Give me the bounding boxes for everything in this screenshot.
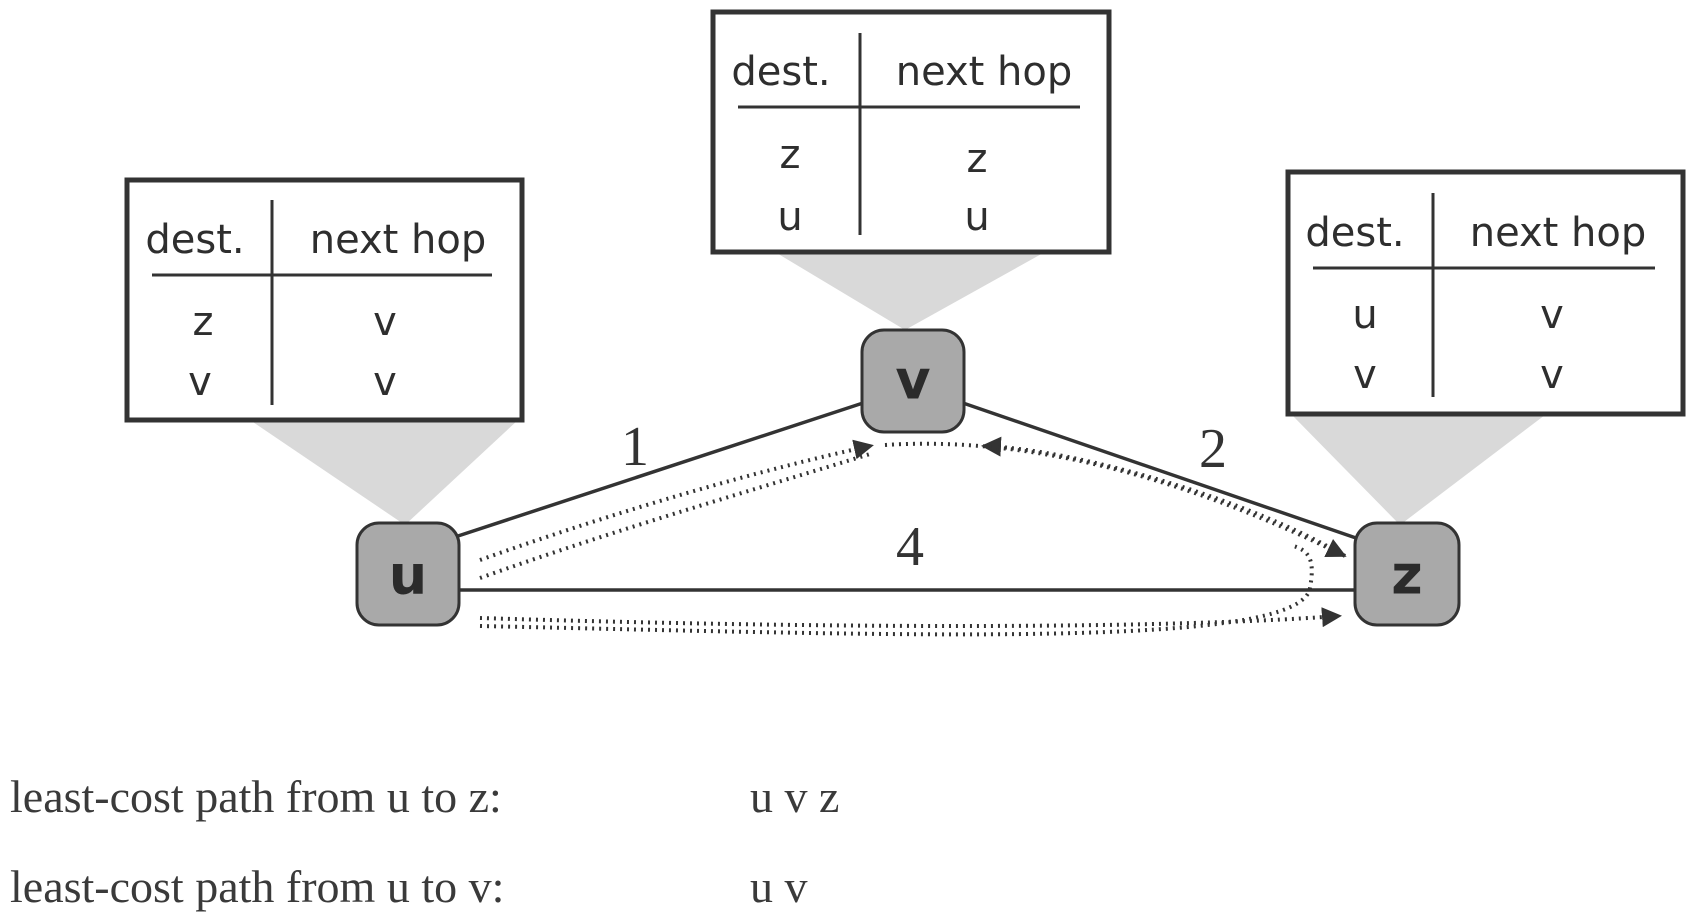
table-v-row-2-dest: u	[777, 194, 802, 240]
forwarding-table-v: dest. next hop z z u u	[710, 9, 1112, 255]
table-z-row-2-dest: v	[1353, 352, 1377, 398]
table-v-header-next-hop: next hop	[896, 49, 1073, 95]
node-z-label: z	[1391, 544, 1422, 607]
caption-label-u-to-v: least-cost path from u to v:	[10, 861, 505, 912]
node-v-label: v	[895, 349, 930, 412]
table-v-row-1-dest: z	[780, 132, 801, 178]
table-z-row-1-next-hop: v	[1540, 292, 1564, 338]
forwarding-table-u: dest. next hop z v v v	[124, 177, 525, 423]
link-u-v	[457, 401, 864, 538]
path-arrow-u-to-v-2	[479, 452, 871, 580]
path-arrow-z-to-v	[981, 436, 1347, 558]
path-arrow-v-to-z	[884, 441, 1347, 557]
callout-z	[1292, 415, 1545, 525]
path-arrow-u-to-z-loop	[479, 543, 1314, 637]
table-u-row-1-dest: z	[193, 299, 214, 345]
node-v[interactable]: v	[860, 328, 966, 434]
table-v-header-dest: dest.	[731, 49, 830, 95]
table-u-row-2-dest: v	[188, 359, 212, 405]
table-z-row-1-dest: u	[1352, 292, 1377, 338]
link-v-z	[962, 401, 1357, 540]
table-v-row-2-next-hop: u	[964, 194, 989, 240]
edge-cost-u-z: 4	[896, 516, 924, 578]
edge-cost-u-v: 1	[621, 416, 649, 478]
table-u-row-2-next-hop: v	[373, 359, 397, 405]
edge-cost-v-z: 2	[1199, 418, 1227, 480]
callout-v	[775, 252, 1045, 330]
table-u-header-dest: dest.	[145, 217, 244, 263]
table-z-header-next-hop: next hop	[1470, 210, 1647, 256]
caption-path-u-to-v: u v	[750, 861, 808, 912]
callout-u	[250, 420, 518, 525]
caption-path-u-to-z: u v z	[750, 771, 840, 822]
table-u-header-next-hop: next hop	[310, 217, 487, 263]
table-z-row-2-next-hop: v	[1540, 352, 1564, 398]
node-z[interactable]: z	[1353, 521, 1461, 627]
table-u-row-1-next-hop: v	[373, 299, 397, 345]
table-v-row-1-next-hop: z	[967, 136, 988, 182]
node-u-label: u	[389, 544, 427, 607]
node-u[interactable]: u	[355, 521, 461, 627]
table-z-header-dest: dest.	[1305, 210, 1404, 256]
forwarding-table-z: dest. next hop u v v v	[1285, 169, 1686, 417]
caption-label-u-to-z: least-cost path from u to z:	[10, 771, 502, 822]
